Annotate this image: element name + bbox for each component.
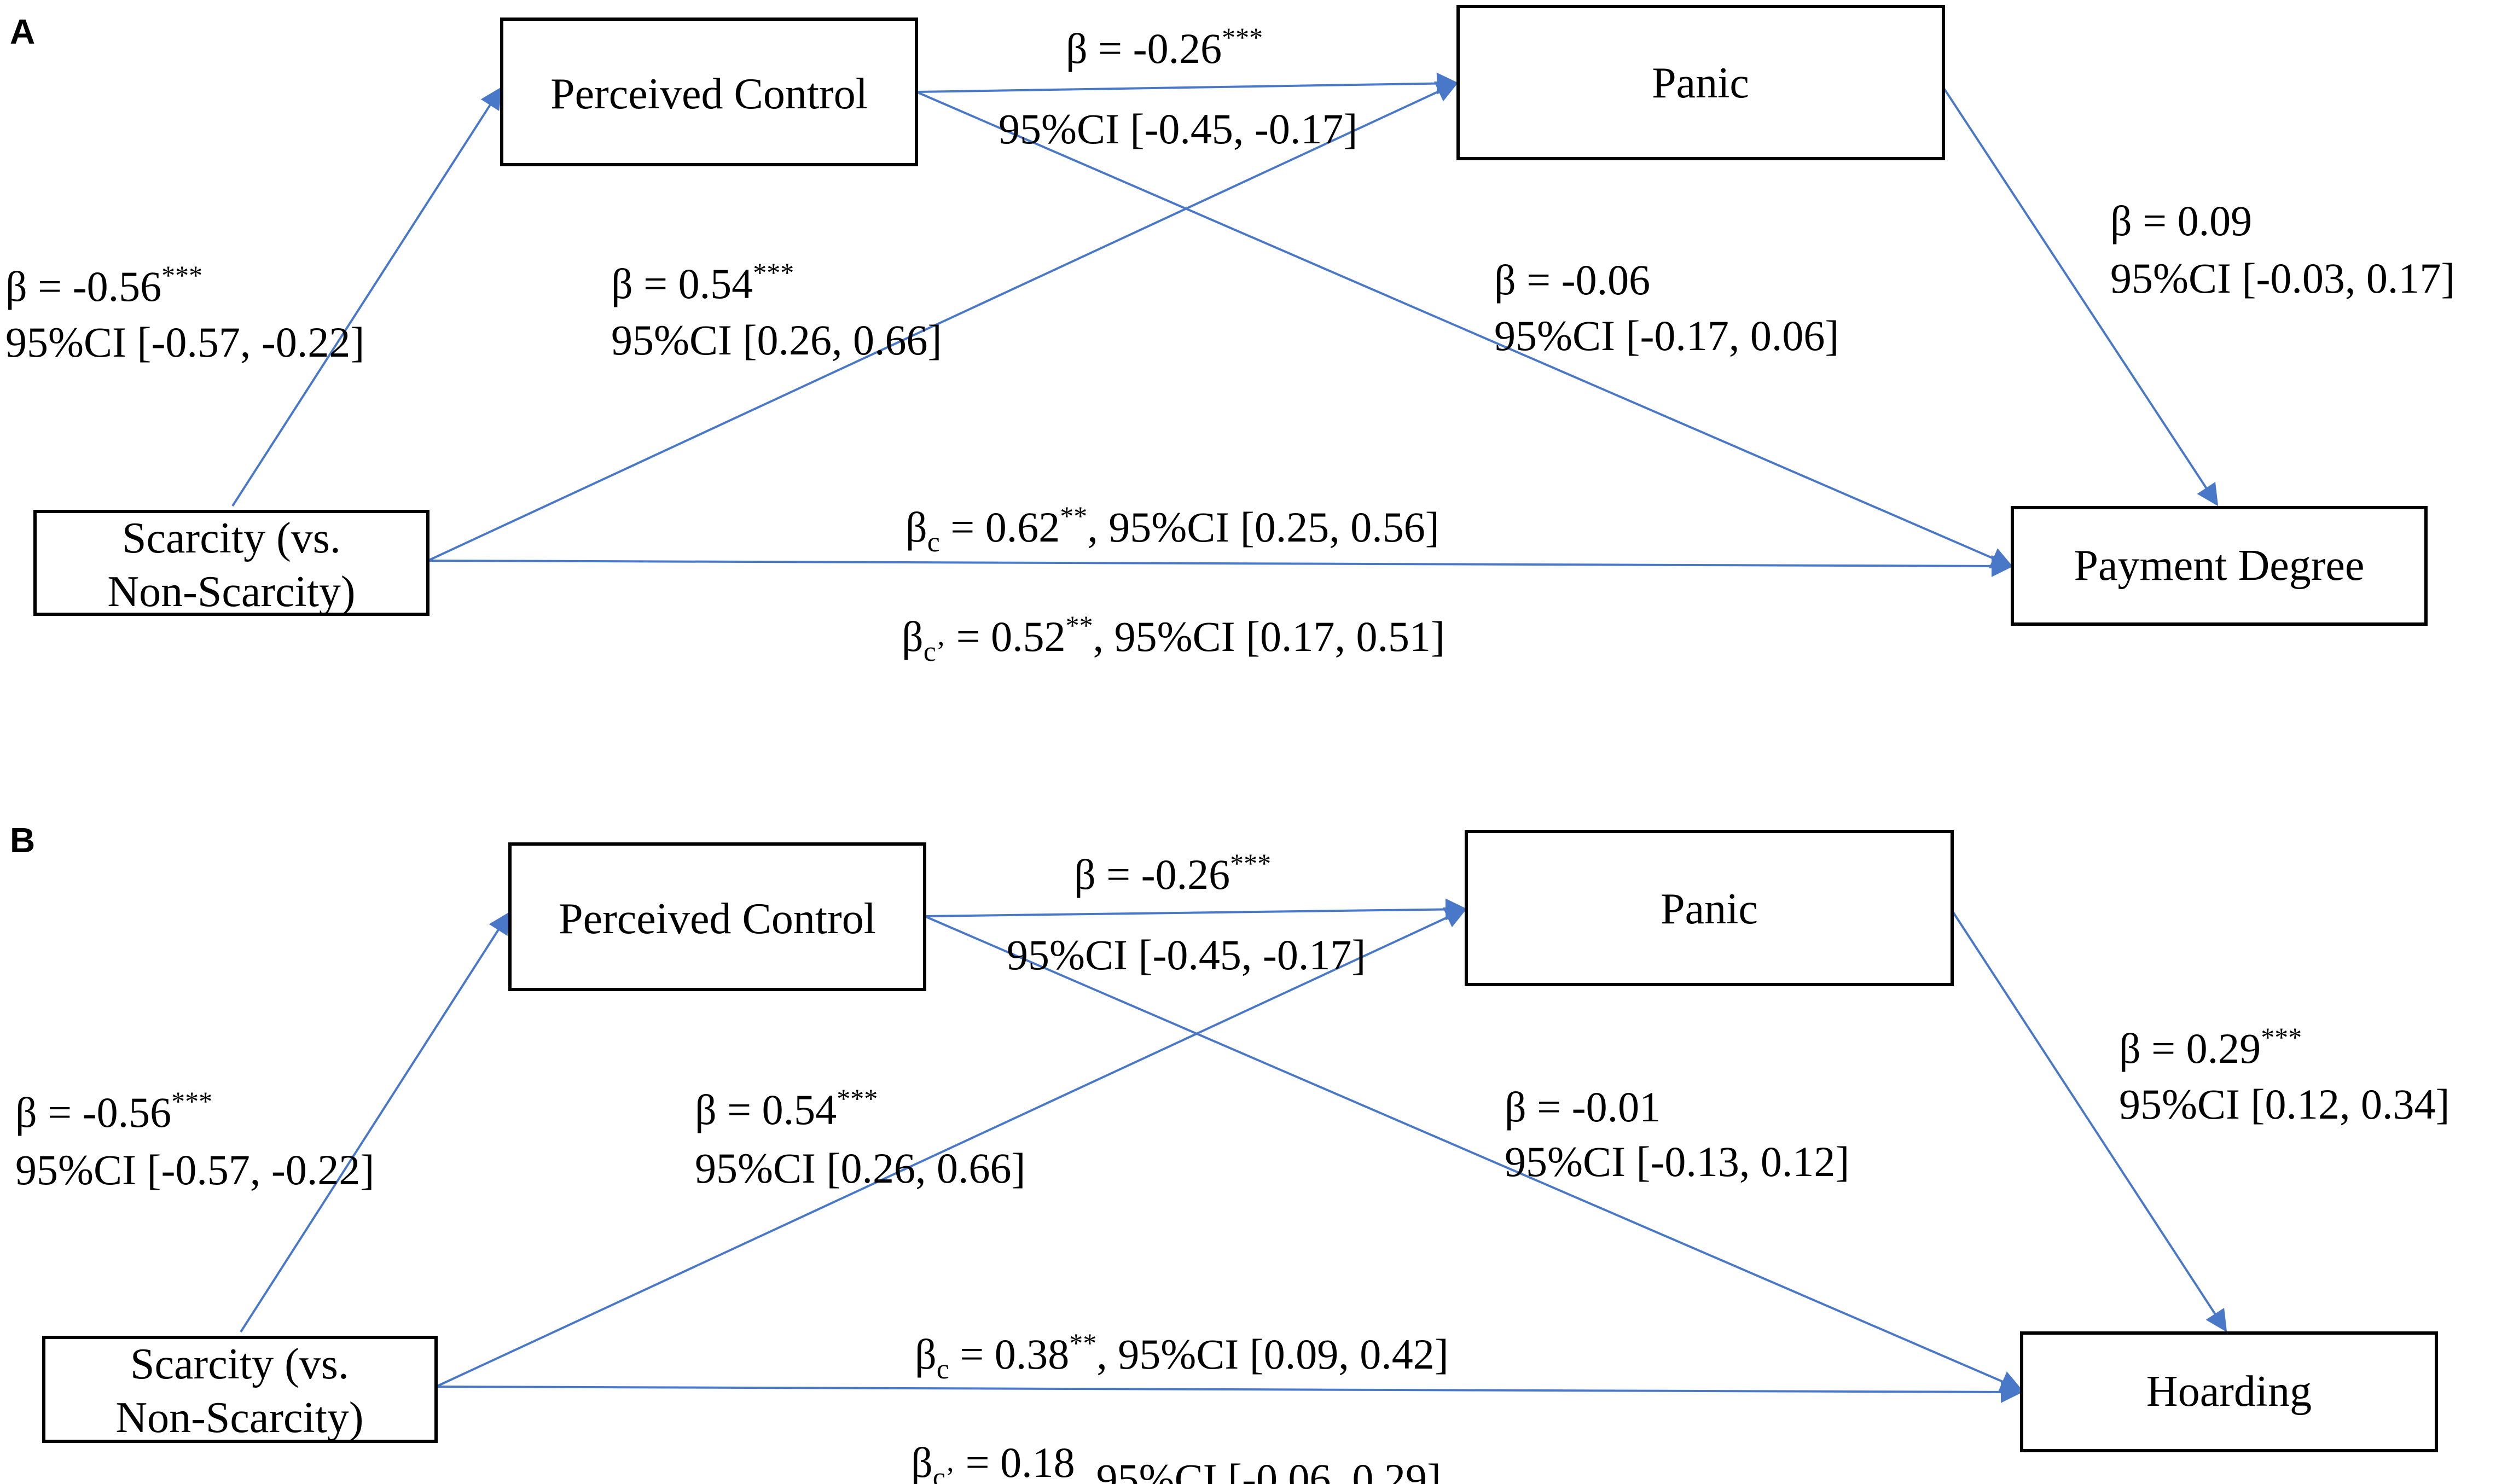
node-scarcity-label-line2: Non-Scarcity) <box>115 1394 363 1442</box>
arrow-scarcity-to-panic <box>436 907 1467 1388</box>
arrow-perceived-control-to-hoarding <box>924 915 2023 1392</box>
arrow-perceived-control-to-payment-degree <box>916 91 2013 569</box>
node-scarcity: Scarcity (vs. Non-Scarcity) <box>33 510 429 616</box>
label-direct-effect: βc’ = 0.52**, 95%CI [0.17, 0.51] <box>902 610 1445 667</box>
panel-b-letter: B <box>10 820 35 860</box>
label-pc-panic-ci: 95%CI [-0.45, -0.17] <box>1007 931 1366 979</box>
label-pc-panic-ci: 95%CI [-0.45, -0.17] <box>999 105 1357 153</box>
label-panic-outcome-ci: 95%CI [0.12, 0.34] <box>2119 1080 2449 1128</box>
label-scarcity-pc-beta: β = -0.56*** <box>5 260 202 310</box>
node-scarcity: Scarcity (vs. Non-Scarcity) <box>42 1336 438 1443</box>
label-pc-panic-beta: β = -0.26*** <box>1066 22 1263 72</box>
node-scarcity-box <box>42 1336 438 1443</box>
node-panic-box <box>1456 5 1945 160</box>
node-hoarding-label: Hoarding <box>2146 1367 2312 1416</box>
label-scarcity-panic-beta: β = 0.54*** <box>611 257 794 307</box>
node-scarcity-label-line1: Scarcity (vs. <box>122 514 341 562</box>
node-scarcity-box <box>33 510 429 616</box>
label-pc-outcome-ci: 95%CI [-0.17, 0.06] <box>1494 312 1839 359</box>
panel-a: A Perceived Control Panic Scarcity (vs. … <box>5 5 2455 667</box>
label-scarcity-panic-ci: 95%CI [0.26, 0.66] <box>695 1144 1025 1192</box>
node-perceived-control: Perceived Control <box>500 18 918 166</box>
label-panic-outcome-beta: β = 0.29*** <box>2119 1022 2302 1072</box>
label-total-effect: βc = 0.62**, 95%CI [0.25, 0.56] <box>905 501 1439 558</box>
node-hoarding-box <box>2020 1331 2438 1452</box>
arrow-scarcity-to-panic <box>427 82 1459 562</box>
node-perceived-control-box <box>500 18 918 166</box>
node-payment-degree: Payment Degree <box>2011 506 2428 626</box>
arrow-perceived-control-to-panic <box>916 72 1459 95</box>
label-panic-outcome-ci: 95%CI [-0.03, 0.17] <box>2110 254 2455 302</box>
label-scarcity-panic-ci: 95%CI [0.26, 0.66] <box>611 316 942 364</box>
node-payment-degree-box <box>2011 506 2428 626</box>
label-direct-effect: βc’ = 0.18, 95%CI [-0.06, 0.29] <box>911 1439 1441 1484</box>
label-pc-outcome-beta: β = -0.06 <box>1494 256 1650 304</box>
node-panic: Panic <box>1456 5 1945 160</box>
node-perceived-control-label: Perceived Control <box>550 70 868 118</box>
label-total-effect: βc = 0.38**, 95%CI [0.09, 0.42] <box>915 1328 1449 1385</box>
arrow-scarcity-to-perceived-control <box>240 911 510 1333</box>
node-perceived-control: Perceived Control <box>508 842 926 991</box>
arrow-scarcity-to-payment-degree <box>427 555 2013 577</box>
arrow-panic-to-payment-degree <box>1942 86 2219 507</box>
arrow-scarcity-to-perceived-control <box>231 86 502 507</box>
label-pc-panic-beta: β = -0.26*** <box>1074 848 1271 898</box>
label-panic-outcome-beta: β = 0.09 <box>2110 197 2252 245</box>
arrow-panic-to-hoarding <box>1951 910 2227 1332</box>
label-scarcity-pc-ci: 95%CI [-0.57, -0.22] <box>15 1146 374 1194</box>
label-pc-outcome-ci: 95%CI [-0.13, 0.12] <box>1505 1138 1849 1185</box>
node-payment-degree-label: Payment Degree <box>2074 542 2365 590</box>
node-hoarding: Hoarding <box>2020 1331 2438 1452</box>
node-panic-label: Panic <box>1652 59 1749 107</box>
node-scarcity-label-line2: Non-Scarcity) <box>107 568 355 616</box>
label-scarcity-panic-beta: β = 0.54*** <box>695 1083 878 1133</box>
label-pc-outcome-beta: β = -0.01 <box>1505 1083 1661 1131</box>
label-scarcity-pc-beta: β = -0.56*** <box>15 1086 212 1136</box>
arrow-scarcity-to-hoarding <box>436 1381 2023 1403</box>
node-scarcity-label-line1: Scarcity (vs. <box>130 1340 349 1388</box>
node-perceived-control-box <box>508 842 926 991</box>
node-panic-label: Panic <box>1661 885 1758 933</box>
label-scarcity-pc-ci: 95%CI [-0.57, -0.22] <box>5 318 364 366</box>
node-perceived-control-label: Perceived Control <box>559 895 876 943</box>
arrow-perceived-control-to-panic <box>924 898 1467 921</box>
node-panic: Panic <box>1465 830 1954 986</box>
node-panic-box <box>1465 830 1954 986</box>
panel-b: B Perceived Control Panic Scarcity (vs. … <box>10 820 2449 1484</box>
panel-a-letter: A <box>10 12 35 51</box>
